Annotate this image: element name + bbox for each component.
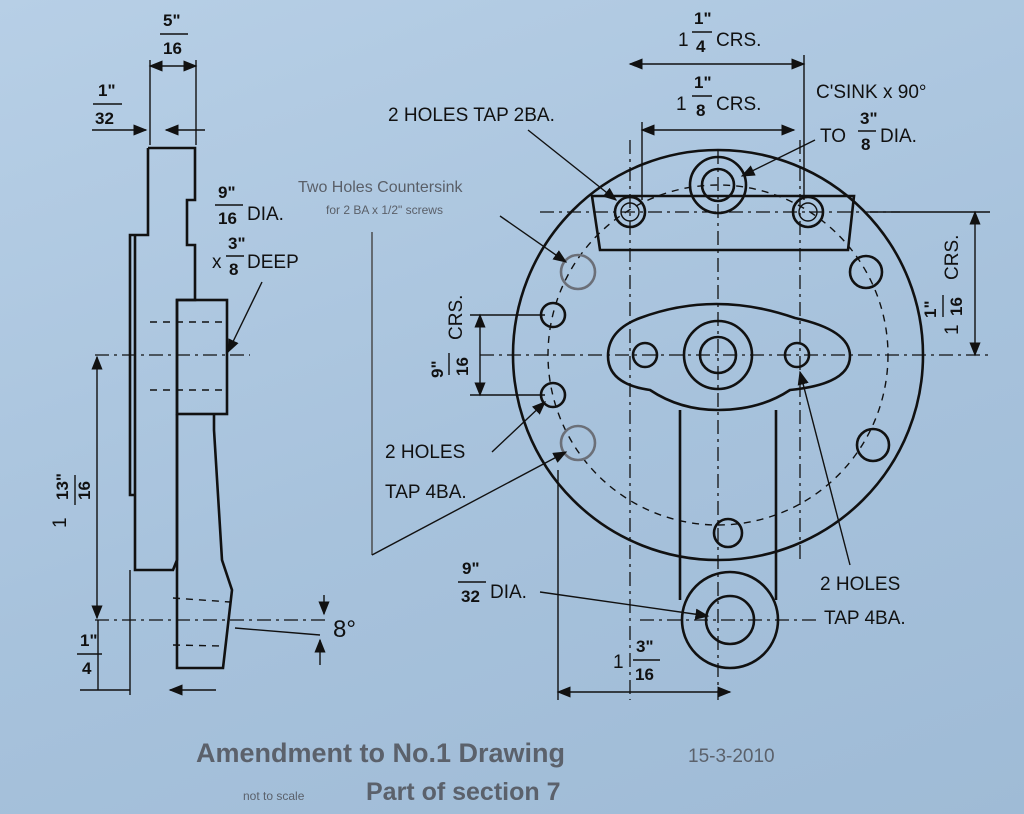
central-boss-plate bbox=[606, 302, 852, 412]
center-bore-outer bbox=[682, 319, 754, 391]
foot-num: 1" bbox=[80, 631, 98, 650]
front-view: 1 1" 4 CRS. 1 1" 8 CRS. C'SINK x 90° TO … bbox=[298, 9, 990, 700]
csink-hole-inner bbox=[700, 167, 736, 203]
side-boss bbox=[175, 298, 229, 416]
crs-inner-suffix: CRS. bbox=[716, 94, 761, 115]
vert-crs-num: 9" bbox=[428, 360, 447, 378]
right-crs-num: 1" bbox=[921, 300, 940, 318]
holes-left-line1: 2 HOLES bbox=[385, 442, 465, 463]
bottom-dia-label: DIA. bbox=[490, 582, 527, 603]
crs-outer-num: 1" bbox=[694, 9, 712, 28]
side-arm-outline bbox=[175, 414, 234, 670]
bottom-dia-den: 32 bbox=[461, 587, 480, 606]
crs-outer-whole: 1 bbox=[678, 30, 689, 51]
csink-den: 8 bbox=[861, 135, 870, 154]
csink-line1: C'SINK x 90° bbox=[816, 82, 926, 103]
boss-depth-prefix: x bbox=[212, 252, 222, 273]
boss-dia-label: DIA. bbox=[247, 204, 284, 225]
csink-to: TO bbox=[820, 126, 846, 147]
top-bracket bbox=[590, 194, 856, 252]
center-bore-inner bbox=[698, 335, 738, 375]
leader-line bbox=[227, 281, 263, 354]
section-label: Part of section 7 bbox=[366, 778, 561, 806]
holes-left-line2: TAP 4BA. bbox=[385, 482, 467, 503]
dim-5-16-den: 16 bbox=[163, 39, 182, 58]
crs-inner-num: 1" bbox=[694, 73, 712, 92]
tap-4ba-hole bbox=[631, 341, 659, 369]
csink-num: 3" bbox=[860, 109, 878, 128]
drawing-title: Amendment to No.1 Drawing bbox=[196, 738, 565, 768]
leader-line bbox=[797, 370, 851, 566]
side-view: 5" 16 1" 32 9" 16 DIA. x 3" 8 DEEP 1 13"… bbox=[50, 11, 356, 696]
crs-outer-suffix: CRS. bbox=[716, 30, 761, 51]
vert-crs-suffix: CRS. bbox=[446, 295, 467, 340]
side-hidden-line bbox=[172, 644, 225, 647]
crs-inner-den: 8 bbox=[696, 101, 705, 120]
holes-tap-2ba-label: 2 HOLES TAP 2BA. bbox=[388, 105, 555, 126]
dim-5-16-num: 5" bbox=[163, 11, 181, 30]
title-block: Amendment to No.1 Drawing 15-3-2010 not … bbox=[196, 738, 775, 806]
foot-den: 4 bbox=[82, 659, 92, 678]
countersink-hole bbox=[559, 424, 597, 462]
dim-1-32-num: 1" bbox=[98, 81, 116, 100]
leader-line bbox=[740, 139, 816, 177]
side-plate-outline bbox=[128, 146, 197, 572]
angle-line bbox=[234, 627, 321, 636]
boss-depth-num: 3" bbox=[228, 234, 246, 253]
bottom-dia-num: 9" bbox=[462, 559, 480, 578]
drawing-date: 15-3-2010 bbox=[688, 746, 775, 767]
arm-end-hole bbox=[704, 594, 756, 646]
arm-hole bbox=[712, 517, 744, 549]
right-crs-whole: 1 bbox=[942, 324, 963, 335]
bottom-dim-whole: 1 bbox=[613, 652, 624, 673]
right-crs-den: 16 bbox=[947, 297, 966, 316]
leader-line bbox=[499, 215, 568, 263]
height-den: 16 bbox=[75, 481, 94, 500]
tap-2ba-hole-inner bbox=[798, 202, 818, 222]
boss-depth-label: DEEP bbox=[247, 252, 299, 273]
right-crs-suffix: CRS. bbox=[942, 235, 963, 280]
angle-label: 8° bbox=[333, 616, 356, 643]
boss-depth-den: 8 bbox=[229, 260, 238, 279]
holes-right-line2: TAP 4BA. bbox=[824, 608, 906, 629]
dim-1-32-den: 32 bbox=[95, 109, 114, 128]
boss-dia-num: 9" bbox=[218, 183, 236, 202]
holes-right-line1: 2 HOLES bbox=[820, 574, 900, 595]
side-hidden-line bbox=[172, 597, 231, 603]
countersink-hole bbox=[559, 253, 597, 291]
leader-line bbox=[527, 129, 618, 201]
tap-2ba-hole bbox=[613, 195, 647, 229]
leader-line bbox=[371, 451, 568, 556]
countersink-sub: for 2 BA x 1/2" screws bbox=[326, 203, 443, 217]
boss-dia-den: 16 bbox=[218, 209, 237, 228]
vert-crs-den: 16 bbox=[453, 357, 472, 376]
height-num: 13" bbox=[53, 473, 72, 500]
bottom-dim-den: 16 bbox=[635, 665, 654, 684]
countersink-note: Two Holes Countersink bbox=[298, 179, 464, 196]
csink-dia: DIA. bbox=[880, 126, 917, 147]
scale-note: not to scale bbox=[243, 789, 305, 803]
leader-line bbox=[539, 591, 710, 620]
tap-4ba-hole bbox=[783, 341, 811, 369]
height-whole: 1 bbox=[50, 517, 71, 528]
tap-2ba-hole-inner bbox=[620, 202, 640, 222]
hole bbox=[855, 427, 891, 463]
crs-inner-whole: 1 bbox=[676, 94, 687, 115]
csink-hole-outer bbox=[688, 155, 748, 215]
leader-line bbox=[491, 401, 547, 453]
crs-outer-den: 4 bbox=[696, 37, 706, 56]
arm-outline bbox=[678, 410, 778, 600]
hole bbox=[848, 254, 884, 290]
bottom-dim-num: 3" bbox=[636, 637, 654, 656]
tap-2ba-hole bbox=[791, 195, 825, 229]
